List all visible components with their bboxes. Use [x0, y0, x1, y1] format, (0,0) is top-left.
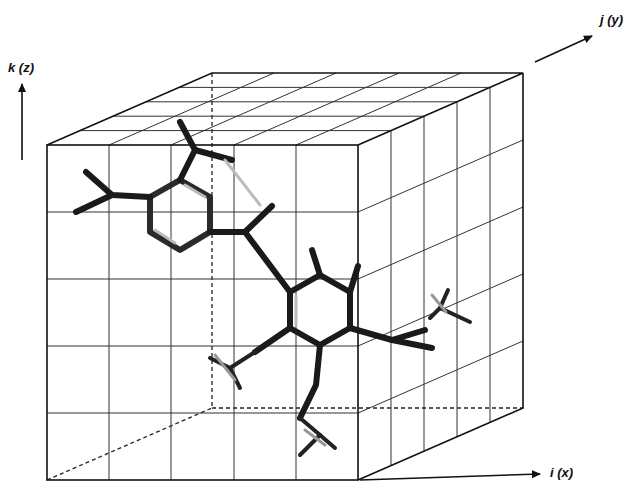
- cube-edges: [47, 73, 523, 480]
- grid: [47, 73, 523, 480]
- axis-label: k (z): [6, 60, 36, 75]
- molecule: [76, 122, 470, 455]
- axis-label: j (y): [598, 12, 625, 27]
- hidden-edges: [47, 73, 523, 480]
- axis-label: i (x): [548, 465, 575, 480]
- axis-arrows: [22, 36, 592, 480]
